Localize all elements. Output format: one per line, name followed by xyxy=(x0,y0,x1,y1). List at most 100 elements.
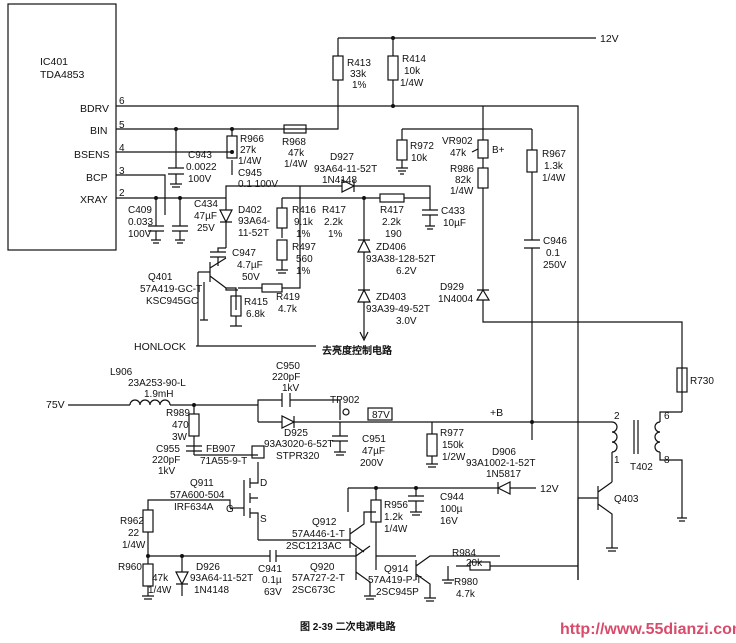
r977-resistor xyxy=(426,433,438,457)
c945-ref: C945 xyxy=(238,168,262,179)
pin-4-number: 4 xyxy=(119,143,125,154)
d927-ref: D927 xyxy=(330,152,354,163)
q911-type: IRF634A xyxy=(174,502,214,513)
c946-value: 0.1 xyxy=(546,248,560,259)
q911-part: 57A600-504 xyxy=(170,490,225,501)
c951-capacitor xyxy=(332,422,348,456)
r986-rating: 1/4W xyxy=(450,186,474,197)
r419-ref: R419 xyxy=(276,292,300,303)
q920-transistor xyxy=(342,545,371,596)
pin-bdrv-name: BDRV xyxy=(80,103,109,115)
bin-wire xyxy=(116,80,339,130)
d927-type: 1N4148 xyxy=(322,175,357,186)
r730-resistor xyxy=(676,367,688,393)
r962-ref: R962 xyxy=(120,516,144,527)
r986-value: 82k xyxy=(455,175,472,186)
bcp-wire xyxy=(116,174,166,215)
r497-rating: 1% xyxy=(296,266,311,277)
input-75v-label: 75V xyxy=(46,399,65,411)
pin-5-number: 5 xyxy=(119,120,125,131)
l906-value: 1.9mH xyxy=(144,389,173,400)
c943-rating: 100V xyxy=(188,174,212,185)
tp902-ref: TP902 xyxy=(330,395,360,406)
vr902-ref: VR902 xyxy=(442,136,473,147)
r419-value: 4.7k xyxy=(278,304,298,315)
r960-rating: 1/4W xyxy=(148,585,172,596)
r416-value: 9.1k xyxy=(294,217,314,228)
r414-resistor xyxy=(387,55,399,81)
r986-resistor xyxy=(477,167,489,189)
l906-inductor xyxy=(129,399,171,406)
r968-value: 47k xyxy=(288,148,305,159)
q912-part: 57A446-1-T xyxy=(292,529,345,540)
d926-type: 1N4148 xyxy=(194,585,229,596)
r497-resistor xyxy=(276,239,288,261)
d926-diode xyxy=(175,556,189,596)
rail-12v: 12V xyxy=(337,33,619,56)
q401-ref: Q401 xyxy=(148,272,173,283)
r413-rating: 1% xyxy=(352,80,367,91)
c409-ref: C409 xyxy=(128,205,152,216)
d925-part: 93A3020-6-52T xyxy=(264,439,334,450)
q401-part: 57A419-GC-T xyxy=(140,284,202,295)
q911-drain-label: D xyxy=(260,478,267,489)
r968-rating: 1/4W xyxy=(284,159,308,170)
r986-ref: R986 xyxy=(450,164,474,175)
zd403-part: 93A39-49-52T xyxy=(366,304,430,315)
c944-rating: 16V xyxy=(440,516,458,527)
r415-ref: R415 xyxy=(244,297,268,308)
r989-value: 470 xyxy=(172,420,189,431)
tp902-testpoint xyxy=(342,408,350,416)
q914-transistor xyxy=(375,540,500,598)
q920-part: 57A727-2-T xyxy=(292,573,345,584)
r962-resistor xyxy=(142,509,154,533)
r413-value: 33k xyxy=(350,69,367,80)
r417b-ref: R417 xyxy=(380,205,404,216)
c409-capacitor xyxy=(148,225,164,244)
c434-ref: C434 xyxy=(194,199,218,210)
r417b-resistor xyxy=(379,193,405,203)
tp902-voltage-box xyxy=(367,407,393,421)
d925-diode xyxy=(281,415,296,429)
c434-rating: 25V xyxy=(197,223,215,234)
c950-rating: 1kV xyxy=(282,383,300,394)
r419-resistor xyxy=(261,283,283,293)
c945-value: 0.1 100V xyxy=(238,179,278,190)
r977-rating: 1/2W xyxy=(442,452,466,463)
q920-type: 2SC673C xyxy=(292,585,335,596)
fb907-ref: FB907 xyxy=(206,444,236,455)
r967-ref: R967 xyxy=(542,149,566,160)
r962-rating: 1/4W xyxy=(122,540,146,551)
t402-pin-2: 2 xyxy=(614,411,620,422)
watermark: http://www.55dianzi.com xyxy=(560,621,736,638)
c941-ref: C941 xyxy=(258,564,282,575)
q912-ref: Q912 xyxy=(312,517,337,528)
d906-ref: D906 xyxy=(492,447,516,458)
ic401-part: TDA4853 xyxy=(40,69,85,81)
c946-ref: C946 xyxy=(543,236,567,247)
r984-resistor xyxy=(469,561,491,571)
zd403-voltage: 3.0V xyxy=(396,316,417,327)
c409-value: 0.033 xyxy=(128,217,153,228)
c943-ref: C943 xyxy=(188,150,212,161)
r972-resistor xyxy=(396,139,408,161)
d925-ref: D925 xyxy=(284,428,308,439)
d906-diode xyxy=(496,481,511,495)
c950-ref: C950 xyxy=(276,361,300,372)
q911-gate-label: G xyxy=(226,504,234,515)
r980-ref: R980 xyxy=(454,577,478,588)
q911-source-label: S xyxy=(260,514,267,525)
supply-12v-lower-label: 12V xyxy=(540,483,559,495)
r417b-value: 2.2k xyxy=(382,217,402,228)
pin-3-number: 3 xyxy=(119,166,125,177)
r417a-ref: R417 xyxy=(322,205,346,216)
c434-value: 47µF xyxy=(194,211,217,222)
pin-bcp-name: BCP xyxy=(86,172,108,184)
pin-6-number: 6 xyxy=(119,96,125,107)
c955-capacitor xyxy=(186,445,202,452)
c947-capacitor xyxy=(210,247,226,266)
r960-resistor xyxy=(142,563,154,587)
vr902-value: 47k xyxy=(450,148,467,159)
tp902-voltage: 87V xyxy=(372,410,390,421)
